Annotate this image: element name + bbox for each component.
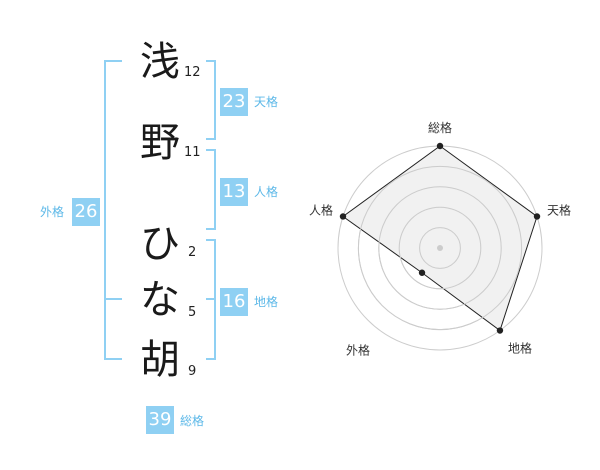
radar-inner-ring-2 bbox=[398, 206, 482, 290]
radar-axis-label-1: 総格 bbox=[428, 120, 452, 135]
stroke-count-1: 12 bbox=[184, 65, 201, 80]
radar-inner-ring-4 bbox=[357, 165, 523, 331]
name-char-1: 浅 bbox=[140, 39, 180, 85]
gaikaku-value-badge: 26 bbox=[72, 198, 100, 226]
jinkaku-label: 人格 bbox=[254, 185, 279, 199]
soukaku-label: 総格 bbox=[180, 414, 205, 428]
radar-point-3 bbox=[496, 327, 504, 334]
radar-point-5 bbox=[339, 213, 347, 220]
name-char-2: 野 bbox=[140, 120, 180, 166]
tenkaku-label: 天格 bbox=[254, 95, 279, 109]
radar-point-2 bbox=[533, 213, 541, 220]
soukaku-value-badge: 39 bbox=[146, 406, 174, 434]
stroke-count-2: 11 bbox=[184, 145, 201, 160]
chikaku-label: 地格 bbox=[254, 295, 279, 309]
chikaku-value-badge: 16 bbox=[220, 288, 248, 316]
radar-point-1 bbox=[436, 142, 444, 150]
radar-inner-ring-1 bbox=[419, 227, 461, 269]
radar-center-dot bbox=[437, 245, 443, 251]
name-char-5: 胡 bbox=[140, 337, 180, 383]
jinkaku-value-badge: 13 bbox=[220, 178, 248, 206]
radar-axis-label-2: 天格 bbox=[547, 202, 571, 217]
name-char-4: な bbox=[140, 277, 180, 323]
radar-inner-ring-3 bbox=[378, 186, 502, 310]
radar-data-polygon bbox=[342, 145, 538, 332]
radar-axis-label-5: 人格 bbox=[309, 202, 333, 217]
radar-axis-label-4: 外格 bbox=[346, 343, 370, 358]
stroke-count-3: 2 bbox=[188, 245, 197, 260]
stroke-count-5: 9 bbox=[188, 364, 197, 379]
radar-point-4 bbox=[418, 269, 426, 276]
name-char-3: ひ bbox=[140, 221, 180, 267]
radar-axis-label-3: 地格 bbox=[508, 341, 532, 356]
tenkaku-value-badge: 23 bbox=[220, 88, 248, 116]
stroke-count-4: 5 bbox=[188, 305, 197, 320]
gaikaku-label: 外格 bbox=[40, 205, 65, 219]
